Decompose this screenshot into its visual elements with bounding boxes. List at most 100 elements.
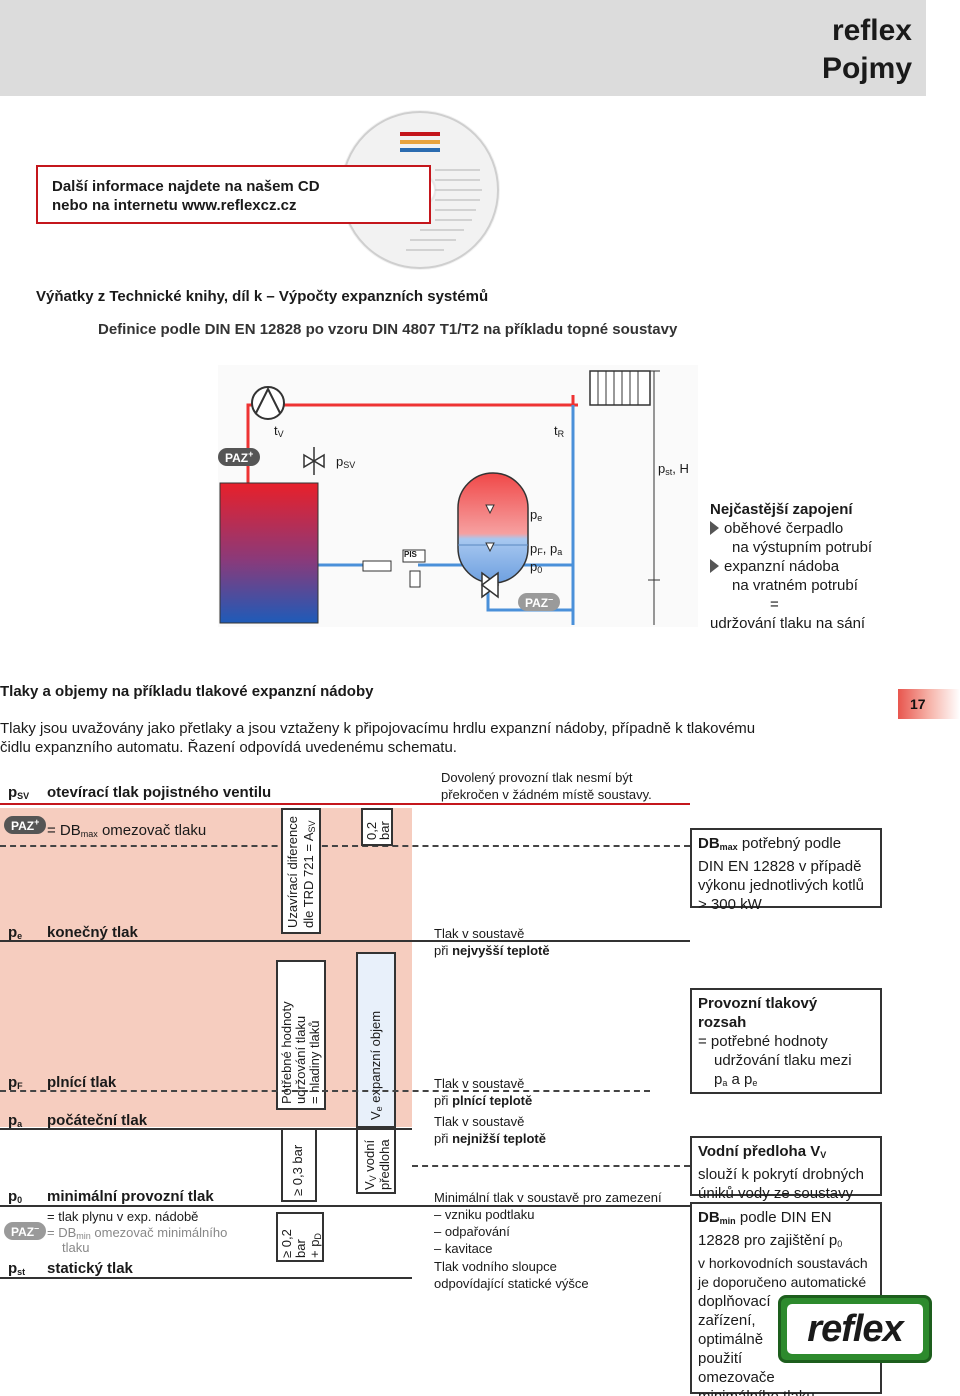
- dbmax-box-l1: potřebný podle: [737, 835, 842, 852]
- bar-02-pd-box: [276, 1212, 324, 1262]
- pe-label: konečný tlak: [47, 924, 138, 941]
- closing-diff-line1: Uzavírací diference: [285, 816, 300, 928]
- p0-note-1: Minimální tlak v soustavě pro zamezení: [434, 1190, 662, 1205]
- dbmin-box-line2: 12828 pro zajištění p0: [698, 1231, 874, 1254]
- p0-note-4: – kavitace: [434, 1241, 493, 1256]
- pst-sub: st: [665, 467, 673, 477]
- op-box-line3: = potřebné hodnoty: [698, 1033, 828, 1050]
- vv-text1: vodní: [362, 1139, 377, 1176]
- closing-diff-sub: SV: [307, 820, 317, 833]
- p0-gas-pressure: = tlak plynu v exp. nádobě: [47, 1209, 199, 1224]
- pe-sym: p: [8, 924, 18, 941]
- cd-info-line1: Další informace najdete na našem CD: [52, 178, 320, 195]
- required-values-box: [276, 960, 326, 1110]
- op-box-line4: udržování tlaku mezi: [714, 1052, 852, 1069]
- dbmin-box-db: DB: [698, 1209, 720, 1226]
- psv-line: [0, 803, 690, 805]
- psv-label: otevírací tlak pojistného ventilu: [47, 784, 272, 801]
- triangle-icon: [710, 521, 719, 535]
- closing-difference-box: [281, 808, 321, 934]
- dbmin-box-line3: v horkovodních soustavách: [698, 1255, 868, 1271]
- label-tv: tV: [274, 423, 284, 439]
- pf-line: [0, 1090, 650, 1092]
- pe-note-2: při nejvyšší teplotě: [434, 943, 550, 958]
- pa-note-2a: při: [434, 1131, 453, 1146]
- pa-sym: p: [8, 1112, 18, 1129]
- cd-info-box: Další informace najdete na našem CD nebo…: [36, 165, 431, 224]
- pe-row-sub: e: [17, 931, 23, 941]
- closing-diff-line2: dle TRD 721 = ASV: [301, 820, 320, 928]
- pf-note-2: při plnící teplotě: [434, 1093, 532, 1108]
- connection-note: Nejčastější zapojení oběhové čerpadlo na…: [710, 500, 910, 633]
- dbmin-sub: min: [76, 1231, 91, 1241]
- dbmin-box-sub: min: [719, 1216, 736, 1226]
- section-para1: Tlaky jsou uvažovány jako přetlaky a jso…: [0, 720, 756, 737]
- label-psv: pSV: [336, 454, 355, 470]
- dbmin-box-line10: minimálního tlaku.: [698, 1387, 874, 1396]
- tr-sub: R: [557, 429, 565, 439]
- label-pf-pa: pF, pa: [530, 541, 562, 557]
- bar-02-b: bar: [377, 821, 392, 840]
- dbmin-box-line8: použití: [698, 1350, 743, 1367]
- dbmin-box-line1: DBmin podle DIN EN: [698, 1208, 874, 1231]
- bar-02-pd-sub: D: [313, 1233, 323, 1240]
- dbmin-definition: = DBmin omezovač minimálního: [47, 1225, 227, 1241]
- vv-box-line3: úniků vody ze soustavy: [698, 1185, 854, 1202]
- scheme-paz-minus: PAZ–: [4, 1222, 47, 1241]
- paz-plus-badge: PAZ+: [218, 448, 261, 467]
- p0-sym: p: [8, 1188, 18, 1205]
- section-para2: čidlu expanzního automatu. Řazení odpoví…: [0, 739, 457, 756]
- dbmax-line: [0, 845, 690, 847]
- dbmax-definition: = DBmax omezovač tlaku: [47, 822, 206, 839]
- vv-sym: V: [362, 1181, 377, 1190]
- header-brand: reflex: [831, 14, 912, 47]
- scheme-paz-plus-sign: +: [34, 817, 40, 827]
- paz-plus-sign: +: [248, 449, 254, 459]
- intro-heading: Výňatky z Technické knihy, díl k – Výpoč…: [36, 288, 489, 305]
- vv-box-l1-sub: V: [820, 1150, 827, 1160]
- heating-system-schematic: [218, 365, 698, 627]
- op-box-line5: pa a pe: [698, 1070, 874, 1093]
- bar-02-pd-a: ≥ 0,2: [279, 1229, 294, 1258]
- dbmin-box-line4: je doporučeno automatické: [698, 1274, 867, 1290]
- dbmin-box-line7: optimálně: [698, 1331, 764, 1348]
- dbmax-text: omezovač tlaku: [97, 822, 207, 839]
- op-box-l5b-sub: e: [752, 1078, 758, 1088]
- label-pe: pe: [530, 507, 542, 523]
- dbmin-box-l2-sub: 0: [837, 1239, 843, 1249]
- connection-item1-a: oběhové čerpadlo: [724, 520, 844, 537]
- pf-symbol-row: pF: [8, 1074, 23, 1091]
- bar-03-box: [281, 1128, 317, 1202]
- paz-minus-badge: PAZ–: [518, 593, 561, 612]
- pa-line: [0, 1128, 412, 1130]
- cd-info-line2[interactable]: nebo na internetu www.reflexcz.cz: [52, 197, 297, 214]
- scheme-paz-minus-text: PAZ: [11, 1225, 35, 1239]
- connection-item1-b: na výstupním potrubí: [732, 539, 873, 556]
- tr-symbol: t: [554, 423, 558, 438]
- p0-sub: 0: [537, 565, 543, 575]
- pst-row-sub: st: [17, 1267, 26, 1277]
- pa-note-1: Tlak v soustavě: [434, 1114, 525, 1129]
- vv-dashed-line: [412, 1165, 690, 1167]
- dbmax-box-db: DB: [698, 835, 720, 852]
- bar-02-pd-c-text: + p: [307, 1239, 322, 1258]
- dbmax-box-line1: DBmax potřebný podle: [698, 834, 874, 857]
- pa-row-sub: a: [17, 1119, 23, 1129]
- triangle-icon: [710, 559, 719, 573]
- psv-row-sub: SV: [17, 791, 30, 801]
- tv-symbol: t: [274, 423, 278, 438]
- pst-symbol-row: pst: [8, 1260, 25, 1277]
- pst-label: statický tlak: [47, 1260, 133, 1277]
- pst-line: [0, 1277, 412, 1279]
- psv-sub: SV: [343, 460, 356, 470]
- pa-note-2b: nejnižší teplotě: [452, 1131, 546, 1146]
- dbmax-box-line4: > 300 kW: [698, 896, 762, 913]
- connection-item2-a: expanzní nádoba: [724, 558, 840, 575]
- reflex-logo: reflex: [778, 1295, 932, 1363]
- pa-note-2: při nejnižší teplotě: [434, 1131, 546, 1146]
- section-title: Tlaky a objemy na příkladu tlakové expan…: [0, 683, 374, 700]
- p0-label: minimální provozní tlak: [47, 1188, 214, 1205]
- bar-03-text: ≥ 0,3 bar: [290, 1144, 305, 1196]
- page-title: Pojmy: [821, 52, 912, 85]
- tv-sub: V: [277, 429, 284, 439]
